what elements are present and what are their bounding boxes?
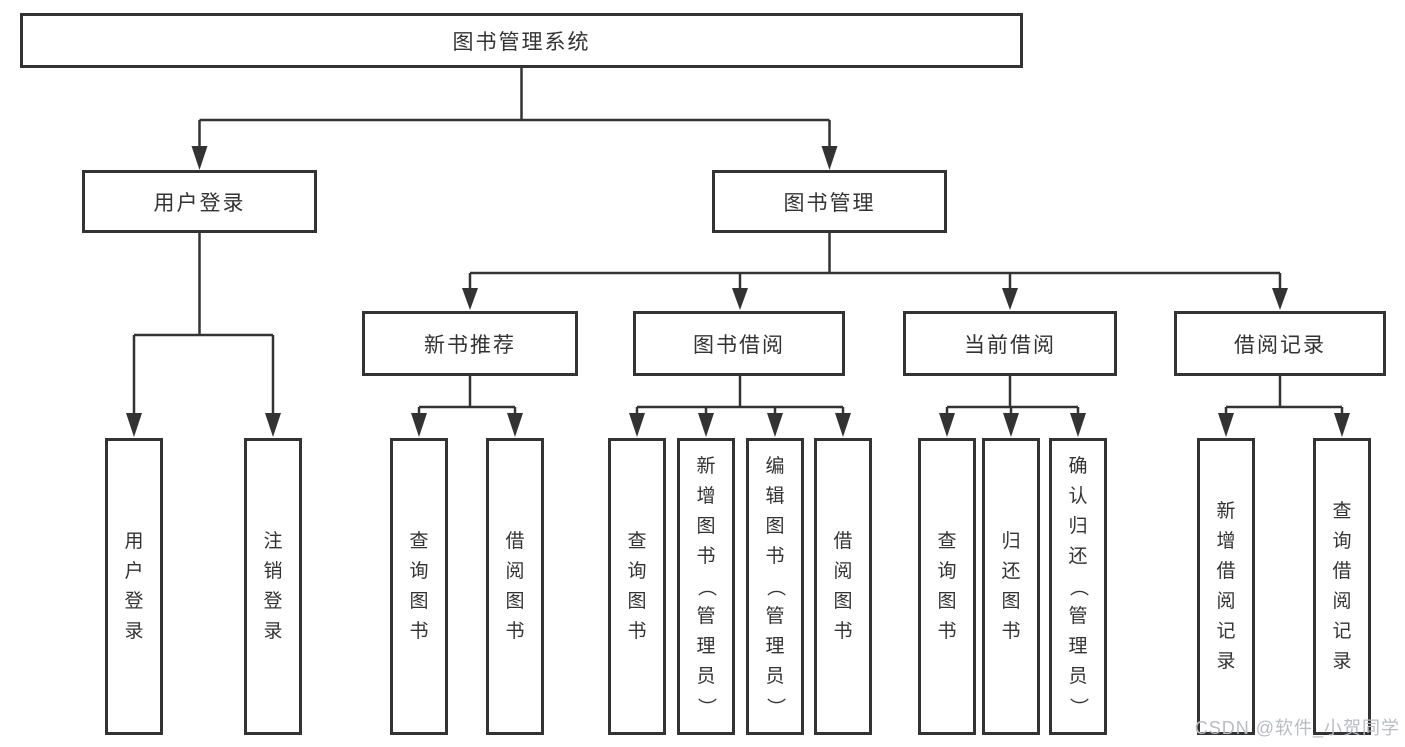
leaf-confirm-return-admin: 确认归还（管理员）: [1049, 438, 1107, 735]
leaf-add-borrow-record: 新增借阅记录: [1197, 438, 1255, 735]
leaf-logout: 注销登录: [244, 438, 302, 735]
node-current-borrowing: 当前借阅: [903, 311, 1117, 376]
leaf-return-books: 归还图书: [982, 438, 1040, 735]
leaf-recommend-borrow-books-label: 借阅图书: [505, 530, 525, 642]
leaf-recommend-query-books-label: 查询图书: [409, 530, 429, 642]
csdn-watermark: CSDN @软件_小贺同学: [1194, 718, 1400, 738]
node-book-borrowing: 图书借阅: [633, 311, 845, 376]
leaf-add-borrow-record-label: 新增借阅记录: [1216, 500, 1236, 672]
node-borrowing-records-label: 借阅记录: [1234, 333, 1326, 357]
leaf-recommend-query-books: 查询图书: [390, 438, 448, 735]
node-book-management: 图书管理: [712, 170, 947, 233]
leaf-current-query-books-label: 查询图书: [937, 530, 957, 642]
node-root-label: 图书管理系统: [452, 30, 591, 54]
node-book-management-label: 图书管理: [783, 191, 876, 215]
node-user-login: 用户登录: [82, 170, 317, 233]
leaf-borrowing-query-books: 查询图书: [608, 438, 666, 735]
node-user-login-label: 用户登录: [153, 191, 246, 215]
leaf-edit-books-admin-label: 编辑图书（管理员）: [764, 455, 786, 717]
leaf-borrowing-borrow-books-label: 借阅图书: [833, 530, 853, 642]
leaf-borrowing-borrow-books: 借阅图书: [814, 438, 872, 735]
leaf-user-login-label: 用户登录: [124, 530, 144, 642]
leaf-borrowing-query-books-label: 查询图书: [627, 530, 647, 642]
leaf-query-borrow-record-label: 查询借阅记录: [1332, 500, 1352, 672]
leaf-confirm-return-admin-label: 确认归还（管理员）: [1067, 455, 1089, 717]
node-borrowing-records: 借阅记录: [1174, 311, 1386, 376]
leaf-user-login: 用户登录: [105, 438, 163, 735]
node-new-book-recommend-label: 新书推荐: [424, 333, 516, 357]
leaf-edit-books-admin: 编辑图书（管理员）: [746, 438, 804, 735]
leaf-return-books-label: 归还图书: [1001, 530, 1021, 642]
node-root-system: 图书管理系统: [20, 13, 1023, 68]
node-new-book-recommend: 新书推荐: [362, 311, 578, 376]
leaf-query-borrow-record: 查询借阅记录: [1313, 438, 1371, 735]
leaf-add-books-admin: 新增图书（管理员）: [677, 438, 735, 735]
leaf-current-query-books: 查询图书: [918, 438, 976, 735]
leaf-add-books-admin-label: 新增图书（管理员）: [695, 455, 717, 717]
leaf-logout-label: 注销登录: [263, 530, 283, 642]
node-current-borrowing-label: 当前借阅: [964, 333, 1056, 357]
leaf-recommend-borrow-books: 借阅图书: [486, 438, 544, 735]
node-book-borrowing-label: 图书借阅: [693, 333, 785, 357]
